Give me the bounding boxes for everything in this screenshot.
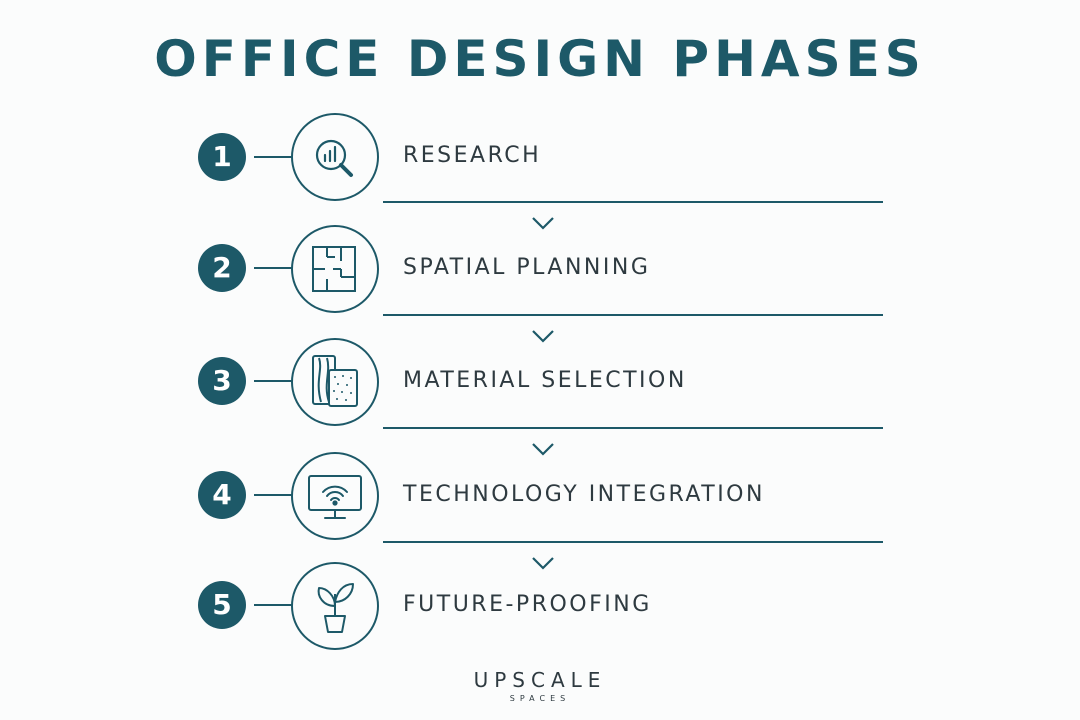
phase-research: 1 RESEARCH	[0, 106, 1080, 206]
monitor-wifi-icon	[291, 452, 379, 540]
chevron-down-icon	[532, 557, 554, 570]
brand-logo: UPSCALE	[473, 668, 607, 692]
phase-number-badge: 3	[198, 357, 246, 405]
plant-pot-icon	[291, 562, 379, 650]
phase-divider	[383, 427, 883, 429]
phase-label: RESEARCH	[403, 143, 542, 168]
chevron-down-icon	[532, 217, 554, 230]
phase-number-badge: 1	[198, 133, 246, 181]
magnifier-chart-icon	[291, 113, 379, 201]
phase-connector	[254, 267, 292, 269]
phase-connector	[254, 494, 292, 496]
material-swatches-icon	[291, 338, 379, 426]
chevron-down-icon	[532, 330, 554, 343]
phase-divider	[383, 541, 883, 543]
phase-material-selection: 3 MATERIAL SELECTION	[0, 332, 1080, 432]
phase-label: TECHNOLOGY INTEGRATION	[403, 482, 765, 507]
floor-plan-icon	[291, 225, 379, 313]
phase-label: SPATIAL PLANNING	[403, 255, 651, 280]
chevron-down-icon	[532, 443, 554, 456]
phase-label: MATERIAL SELECTION	[403, 368, 687, 393]
page-title: OFFICE DESIGN PHASES	[154, 30, 926, 88]
phase-connector	[254, 380, 292, 382]
phase-number-badge: 4	[198, 471, 246, 519]
phase-connector	[254, 604, 292, 606]
phase-number-badge: 2	[198, 244, 246, 292]
phase-future-proofing: 5 FUTURE-PROOFING	[0, 556, 1080, 656]
phase-divider	[383, 314, 883, 316]
brand-tagline: SPACES	[509, 694, 571, 703]
phase-spatial-planning: 2 SPATIAL PLANNING	[0, 219, 1080, 319]
phase-label: FUTURE-PROOFING	[403, 592, 652, 617]
phase-connector	[254, 156, 292, 158]
phase-number-badge: 5	[198, 581, 246, 629]
phase-divider	[383, 201, 883, 203]
phase-technology-integration: 4 TECHNOLOGY INTEGRATION	[0, 446, 1080, 546]
